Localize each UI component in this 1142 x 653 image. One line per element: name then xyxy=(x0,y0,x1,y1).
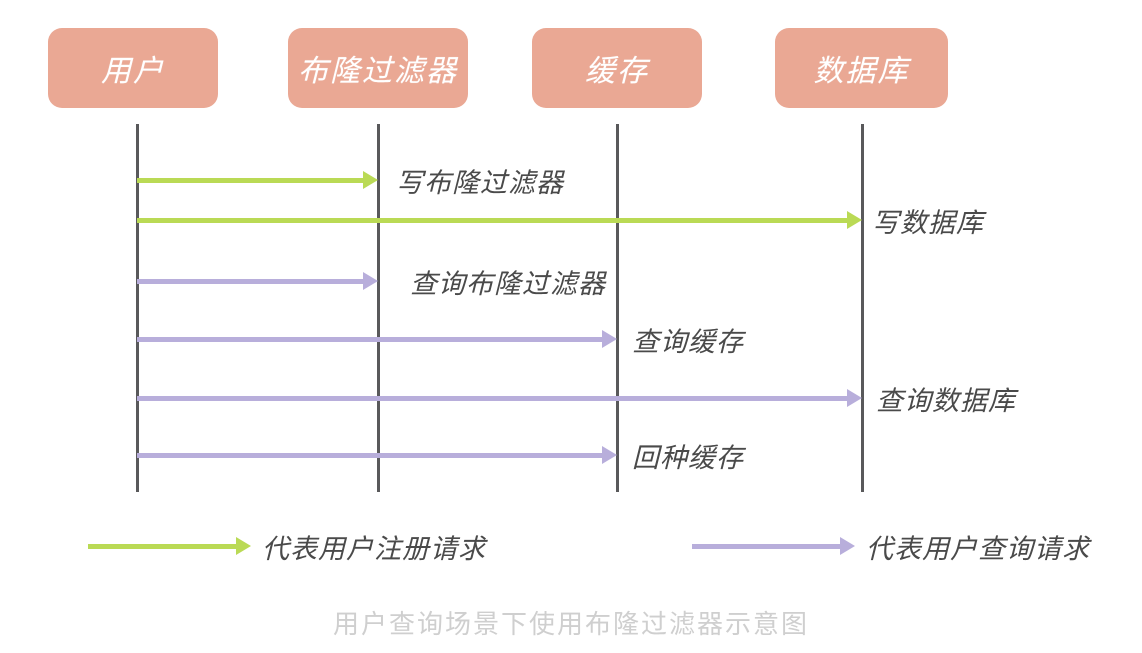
message-label-2: 写数据库 xyxy=(872,208,984,239)
actor-box-cache[interactable]: 缓存 xyxy=(532,28,702,108)
actor-label: 布隆过滤器 xyxy=(298,54,458,89)
diagram-caption: 用户查询场景下使用布隆过滤器示意图 xyxy=(332,610,809,640)
message-arrowhead-2 xyxy=(847,211,862,229)
message-label-3: 查询布隆过滤器 xyxy=(410,269,606,300)
legend-arrowhead-register xyxy=(236,537,251,555)
actor-box-db[interactable]: 数据库 xyxy=(775,28,948,108)
actor-box-user[interactable]: 用户 xyxy=(48,28,218,108)
legend-arrowhead-query xyxy=(840,537,855,555)
message-line-6 xyxy=(137,453,602,458)
message-arrowhead-3 xyxy=(363,272,378,290)
message-arrowhead-5 xyxy=(847,389,862,407)
message-label-5: 查询数据库 xyxy=(876,386,1016,417)
actor-label: 数据库 xyxy=(813,54,910,89)
lifeline-user xyxy=(136,124,139,492)
message-label-4: 查询缓存 xyxy=(632,327,744,358)
actor-box-bloom[interactable]: 布隆过滤器 xyxy=(288,28,468,108)
lifeline-cache xyxy=(616,124,619,492)
message-arrowhead-6 xyxy=(602,446,617,464)
legend-line-query xyxy=(692,544,840,549)
legend-label-register: 代表用户注册请求 xyxy=(262,534,486,565)
message-line-4 xyxy=(137,337,602,342)
message-line-5 xyxy=(137,396,847,401)
legend-label-query: 代表用户查询请求 xyxy=(866,534,1090,565)
lifeline-db xyxy=(861,124,864,492)
message-label-1: 写布隆过滤器 xyxy=(396,168,564,199)
lifeline-bloom xyxy=(377,124,380,492)
message-arrowhead-1 xyxy=(363,171,378,189)
message-line-1 xyxy=(137,178,363,183)
message-label-6: 回种缓存 xyxy=(632,443,744,474)
message-line-3 xyxy=(137,279,363,284)
actor-label: 用户 xyxy=(101,54,165,89)
legend-line-register xyxy=(88,544,236,549)
actor-label: 缓存 xyxy=(585,54,649,89)
message-line-2 xyxy=(137,218,847,223)
message-arrowhead-4 xyxy=(602,330,617,348)
